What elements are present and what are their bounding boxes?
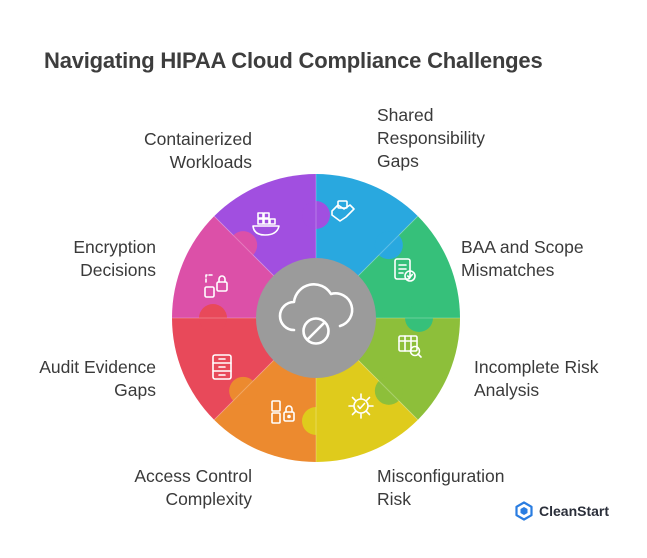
puzzle-knob-2 <box>405 304 433 332</box>
puzzle-knob-3 <box>374 376 403 405</box>
segment-divider <box>357 212 422 277</box>
lock-access-icon <box>271 400 295 424</box>
file-cabinet-icon <box>212 354 232 380</box>
segment-divider <box>210 359 275 424</box>
brand-logo: CleanStart <box>514 501 609 521</box>
cloud-blocked-icon <box>278 283 354 345</box>
gear-check-icon <box>348 393 374 419</box>
center-hub <box>256 258 376 378</box>
page-title: Navigating HIPAA Cloud Compliance Challe… <box>44 48 543 73</box>
puzzle-knob-4 <box>302 407 330 435</box>
segment-divider <box>357 359 422 424</box>
segment-divider <box>210 212 275 277</box>
document-check-icon <box>394 258 416 282</box>
brand-name: CleanStart <box>539 503 610 519</box>
puzzle-knob-5 <box>229 376 258 405</box>
handshake-icon <box>331 200 355 222</box>
table-search-icon <box>398 335 422 358</box>
cleanstart-logo-icon <box>515 501 533 521</box>
puzzle-knob-7 <box>229 231 258 260</box>
puzzle-knob-6 <box>199 304 227 332</box>
encryption-lock-icon <box>204 274 228 298</box>
container-ship-icon <box>252 212 280 236</box>
puzzle-knob-1 <box>374 231 403 260</box>
puzzle-knob-8 <box>302 201 330 229</box>
